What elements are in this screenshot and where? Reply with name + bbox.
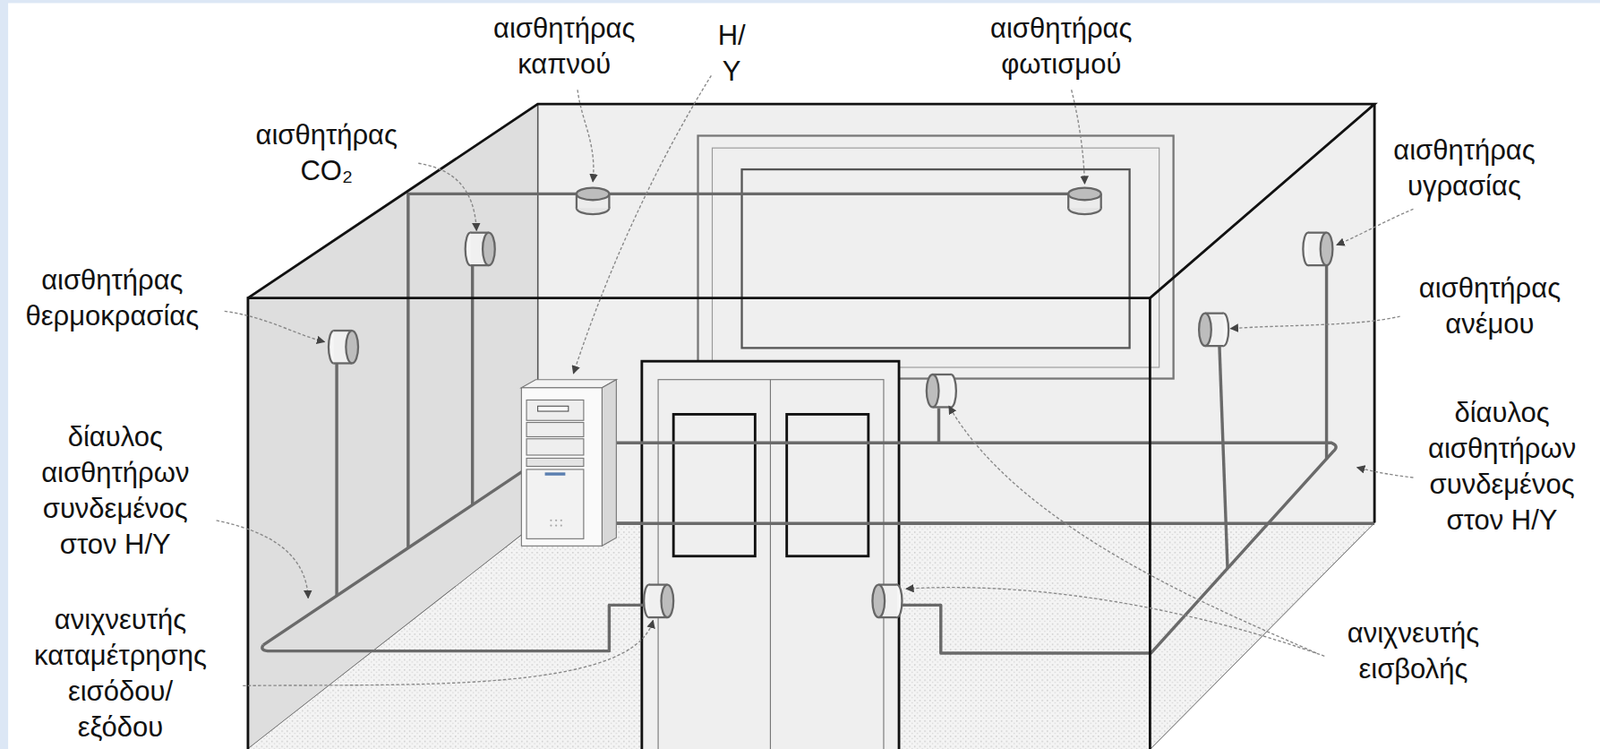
callout-label: αισθητήρας θερμοκρασίας [25, 262, 199, 334]
callout-label: αισθητήρας υγρασίας [1393, 132, 1535, 205]
callout-label: αισθητήρας ανέμου [1419, 270, 1561, 343]
sensors [328, 188, 1333, 618]
callout-label: αισθητήρας CO₂ [255, 117, 397, 189]
callout-label: αισθητήρας καπνού [493, 10, 635, 83]
callout-label: δίαυλος αισθητήρων συνδεμένος στον Η/Υ [1416, 394, 1589, 539]
window [698, 135, 1174, 378]
door [641, 360, 899, 749]
callout-label: δίαυλος αισθητήρων συνδεμένος στον Η/Υ [29, 419, 202, 563]
callout-label: Η/Υ [718, 17, 746, 90]
callout-label: ανιχνευτής εισβολής [1347, 615, 1480, 687]
leader-lines [216, 75, 1414, 685]
room-edges [248, 103, 1375, 749]
wires [262, 193, 1375, 653]
callout-label: αισθητήρας φωτισμού [990, 10, 1132, 83]
computer [521, 379, 617, 547]
callout-label: ανιχνευτής καταμέτρησης εισόδου/εξόδου [34, 601, 207, 745]
